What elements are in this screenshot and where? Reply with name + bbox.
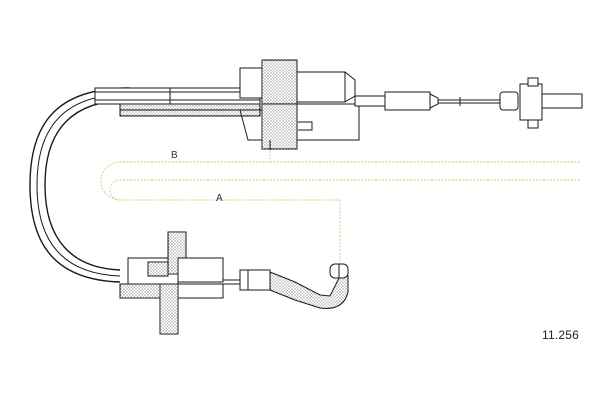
adjuster-collar bbox=[296, 71, 346, 103]
right-cable-end bbox=[354, 77, 583, 129]
dimension-a-line bbox=[109, 179, 580, 201]
end-nipple bbox=[499, 91, 519, 111]
lower-fitting bbox=[119, 231, 240, 335]
end-rod bbox=[541, 93, 583, 109]
dimension-b-line bbox=[100, 161, 580, 201]
adjuster-nut bbox=[239, 67, 263, 99]
end-fitting-top bbox=[527, 77, 539, 87]
lower-bracket bbox=[159, 283, 179, 335]
end-fitting-bottom bbox=[527, 119, 539, 129]
hook-sleeve bbox=[239, 269, 271, 291]
lower-sleeve bbox=[177, 257, 224, 283]
adjuster-body bbox=[261, 59, 298, 106]
lower-hook-terminal bbox=[239, 263, 349, 309]
upper-sleeve bbox=[94, 87, 261, 105]
hook-arm bbox=[269, 271, 349, 309]
lower-insert bbox=[147, 261, 169, 277]
cable-guide bbox=[384, 91, 431, 111]
dimension-b-label: B bbox=[171, 150, 178, 161]
part-number-label: 11.256 bbox=[542, 328, 580, 342]
end-fitting bbox=[519, 83, 543, 121]
upper-adjuster bbox=[239, 59, 360, 150]
lower-sleeve-bottom bbox=[177, 283, 224, 299]
upper-cable-assembly bbox=[94, 87, 261, 117]
inner-tube bbox=[354, 95, 386, 107]
adjuster-lower-body bbox=[261, 103, 298, 150]
cable-sheath bbox=[29, 87, 131, 283]
dimension-a-label: A bbox=[216, 193, 223, 204]
